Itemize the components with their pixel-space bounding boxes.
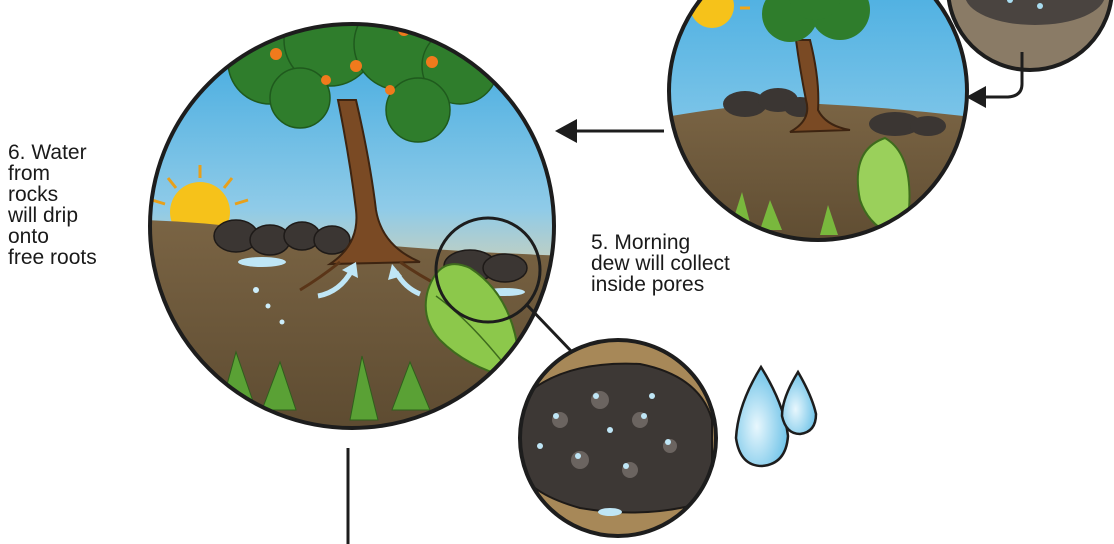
step-5-caption: 5. Morning dew will collect inside pores — [591, 232, 791, 295]
water-drops-icon — [736, 367, 816, 466]
step-6-caption: 6. Water from rocks will drip onto free … — [8, 142, 148, 268]
small-tree-circle — [660, 0, 980, 260]
rock-closeup-circle — [518, 338, 718, 538]
left-arrow-icon — [555, 119, 664, 143]
